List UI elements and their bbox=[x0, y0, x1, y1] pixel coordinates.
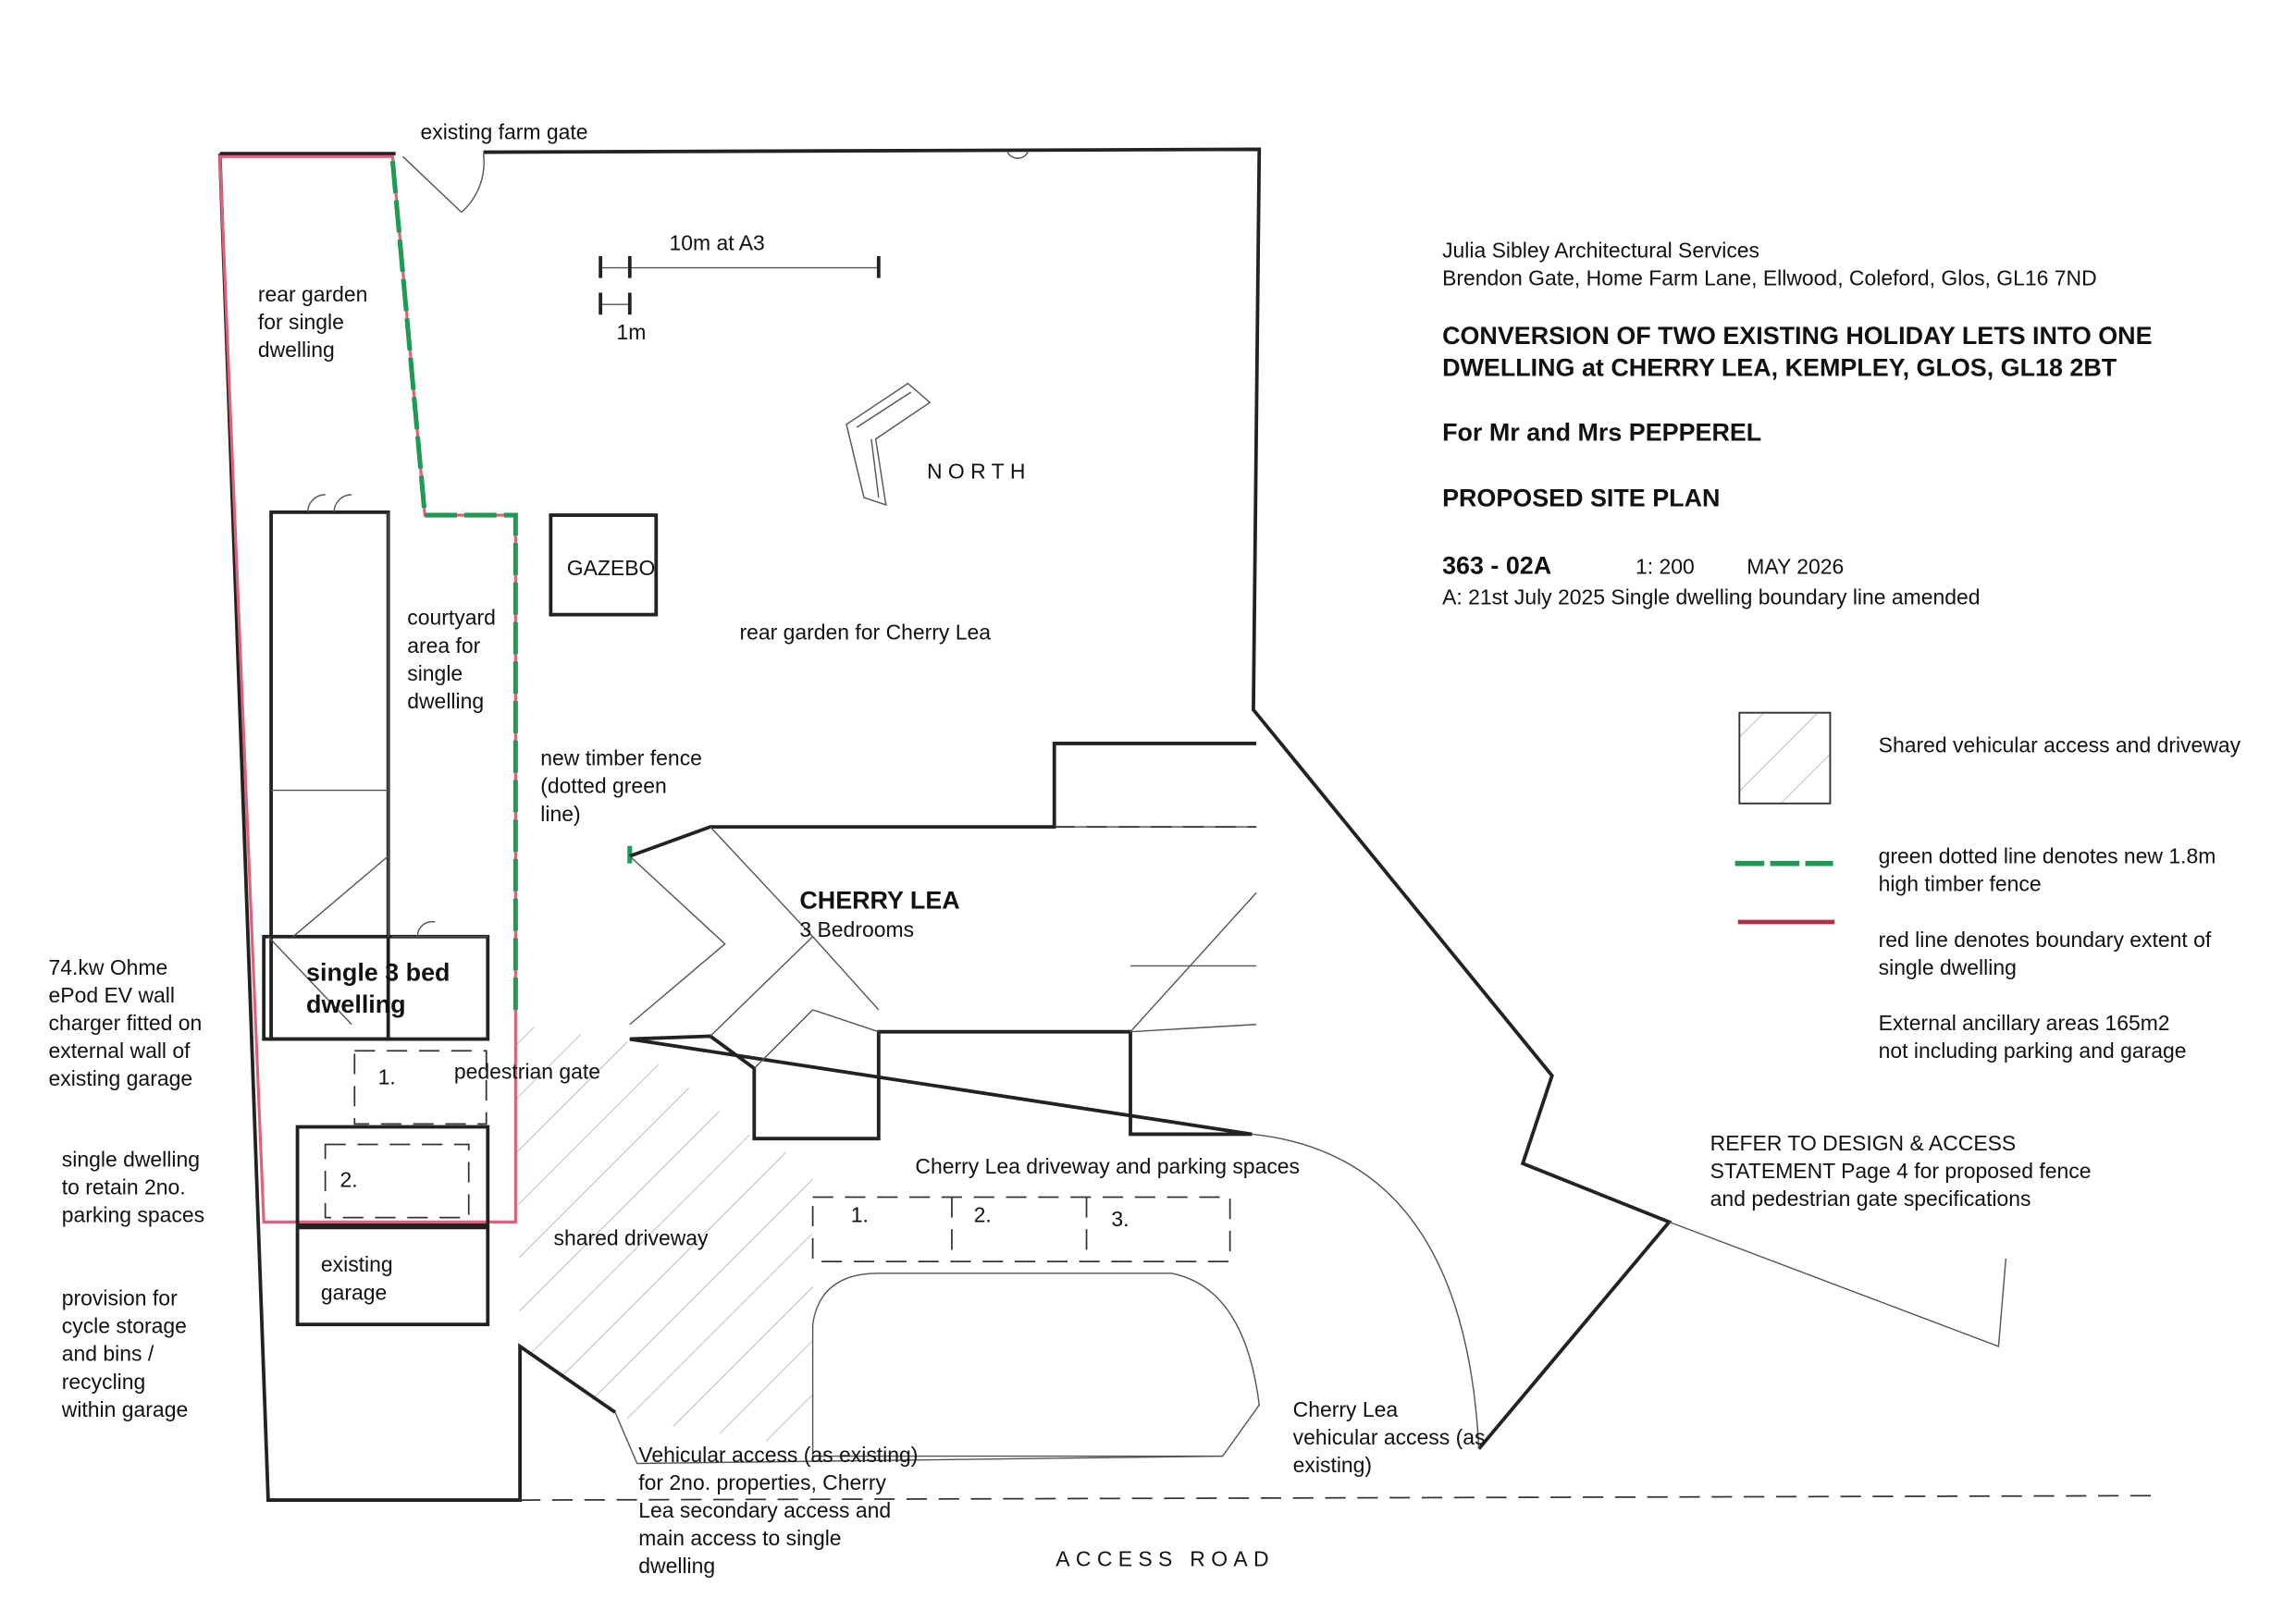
cherry-space-number: 3. bbox=[1111, 1207, 1129, 1231]
legend-red-1: red line denotes boundary extent of bbox=[1879, 928, 2212, 952]
courtyard-label: area for bbox=[407, 633, 480, 658]
title-block: Julia Sibley Architectural Services Bren… bbox=[1442, 239, 2152, 609]
vehicular-access-label: main access to single bbox=[638, 1526, 841, 1550]
drawing-title: PROPOSED SITE PLAN bbox=[1442, 485, 1720, 512]
legend: Shared vehicular access and driveway gre… bbox=[1879, 732, 2241, 1063]
scale-1m-label: 1m bbox=[617, 320, 647, 344]
pedestrian-gate-label: pedestrian gate bbox=[454, 1059, 600, 1083]
north-label: NORTH bbox=[927, 459, 1031, 483]
project-line-1: CONVERSION OF TWO EXISTING HOLIDAY LETS … bbox=[1442, 322, 2152, 350]
legend-green-2: high timber fence bbox=[1879, 872, 2042, 896]
legend-area-1: External ancillary areas 165m2 bbox=[1879, 1011, 2170, 1035]
courtyard-label: single bbox=[407, 661, 463, 685]
garage-label: garage bbox=[321, 1280, 387, 1304]
legend-hatch-swatch bbox=[1738, 711, 1832, 805]
vehicular-access-label: Lea secondary access and bbox=[638, 1498, 891, 1522]
cherry-space-number: 2. bbox=[974, 1202, 992, 1226]
scale-bar bbox=[599, 255, 881, 315]
legend-shared: Shared vehicular access and driveway bbox=[1879, 732, 2241, 756]
cycle-note: and bins / bbox=[62, 1342, 154, 1366]
single-dwelling-label: single 3 bed bbox=[306, 958, 450, 986]
access-road-line bbox=[520, 1494, 2153, 1501]
garage-label: existing bbox=[321, 1252, 393, 1276]
ev-note: existing garage bbox=[49, 1066, 193, 1090]
ev-note: charger fitted on bbox=[49, 1011, 203, 1035]
rear-garden-cherry-label: rear garden for Cherry Lea bbox=[739, 621, 991, 645]
single-dwelling-building bbox=[262, 494, 490, 1041]
cherry-access-label: Cherry Lea bbox=[1293, 1397, 1399, 1421]
single-parking-2 bbox=[324, 1143, 470, 1219]
farm-gate-label: existing farm gate bbox=[420, 119, 587, 143]
north-arrow-icon bbox=[846, 382, 932, 507]
farm-gate-icon bbox=[402, 154, 485, 213]
single-dwelling-label: dwelling bbox=[306, 990, 406, 1018]
ev-note: 74.kw Ohme bbox=[49, 955, 168, 979]
cherry-lea-parking bbox=[811, 1196, 1231, 1262]
vehicular-access-label: for 2no. properties, Cherry bbox=[638, 1470, 886, 1494]
road-edge bbox=[614, 1411, 1223, 1465]
revision-note: A: 21st July 2025 Single dwelling bounda… bbox=[1442, 585, 1980, 609]
new-fence-label: line) bbox=[540, 802, 580, 826]
access-road-label: ACCESS ROAD bbox=[1055, 1546, 1275, 1570]
rear-garden-single-label: rear garden bbox=[258, 282, 368, 306]
client: For Mr and Mrs PEPPEREL bbox=[1442, 418, 1761, 446]
cycle-note: within garage bbox=[61, 1397, 188, 1421]
bedrooms-label: 3 Bedrooms bbox=[799, 917, 914, 941]
new-fence-label: new timber fence bbox=[540, 746, 702, 770]
new-timber-fence-green bbox=[389, 160, 633, 1010]
legend-area-2: not including parking and garage bbox=[1879, 1039, 2187, 1063]
shared-driveway-area bbox=[515, 1024, 813, 1449]
cherry-lea-access-arc bbox=[1252, 1133, 1480, 1449]
new-fence-label: (dotted green bbox=[540, 774, 666, 798]
vehicular-access-label: Vehicular access (as existing) bbox=[638, 1443, 918, 1467]
refer-note-line: REFER TO DESIGN & ACCESS bbox=[1710, 1131, 2017, 1155]
legend-red-2: single dwelling bbox=[1879, 955, 2017, 979]
gazebo-label: GAZEBO bbox=[567, 556, 656, 580]
parking-note: single dwelling bbox=[62, 1147, 200, 1171]
gazebo bbox=[549, 513, 659, 617]
ev-note: external wall of bbox=[49, 1039, 191, 1063]
rear-garden-single-label: for single bbox=[258, 310, 344, 334]
cherry-access-label: existing) bbox=[1293, 1453, 1372, 1477]
cherry-access-label: vehicular access (as bbox=[1293, 1425, 1486, 1449]
boundary-fence-right bbox=[1669, 1221, 2007, 1347]
practice-address: Brendon Gate, Home Farm Lane, Ellwood, C… bbox=[1442, 266, 2097, 290]
cherry-space-number: 1. bbox=[851, 1202, 869, 1226]
cycle-note: recycling bbox=[62, 1370, 146, 1394]
practice-name: Julia Sibley Architectural Services bbox=[1442, 239, 1759, 263]
rear-garden-single-label: dwelling bbox=[258, 338, 335, 362]
scale-bar-label: 10m at A3 bbox=[670, 231, 765, 255]
plan-labels: existing farm gate 10m at A3 1m NORTH re… bbox=[258, 119, 1486, 1578]
vehicular-access-label: dwelling bbox=[638, 1554, 715, 1578]
single-space-number: 1. bbox=[378, 1065, 396, 1089]
side-notes: 74.kw Ohme ePod EV wall charger fitted o… bbox=[49, 955, 205, 1421]
gate-marker-icon bbox=[1006, 152, 1029, 159]
refer-note-line: and pedestrian gate specifications bbox=[1710, 1187, 2031, 1211]
shared-driveway-label: shared driveway bbox=[554, 1226, 710, 1250]
parking-note: to retain 2no. bbox=[62, 1174, 186, 1199]
cycle-note: cycle storage bbox=[62, 1314, 187, 1338]
cherry-lea-driveway-loop bbox=[811, 1273, 1261, 1457]
drawing-date: MAY 2026 bbox=[1747, 554, 1844, 578]
cycle-note: provision for bbox=[62, 1286, 178, 1310]
cherry-driveway-label: Cherry Lea driveway and parking spaces bbox=[915, 1154, 1300, 1178]
courtyard-label: dwelling bbox=[407, 689, 484, 713]
cherry-lea-building bbox=[629, 742, 1257, 1141]
legend-green-1: green dotted line denotes new 1.8m bbox=[1879, 844, 2216, 868]
parking-note: parking spaces bbox=[62, 1202, 204, 1226]
refer-note-line: STATEMENT Page 4 for proposed fence bbox=[1710, 1159, 2092, 1183]
drawing-number: 363 - 02A bbox=[1442, 551, 1551, 579]
single-parking-1 bbox=[353, 1050, 488, 1125]
single-space-number: 2. bbox=[339, 1167, 357, 1191]
project-line-2: DWELLING at CHERRY LEA, KEMPLEY, GLOS, G… bbox=[1442, 354, 2117, 382]
drawing-scale: 1: 200 bbox=[1636, 554, 1695, 578]
refer-note: REFER TO DESIGN & ACCESS STATEMENT Page … bbox=[1710, 1131, 2092, 1211]
ev-note: ePod EV wall bbox=[49, 983, 175, 1007]
courtyard-label: courtyard bbox=[407, 606, 496, 630]
cherry-lea-label: CHERRY LEA bbox=[799, 887, 959, 915]
